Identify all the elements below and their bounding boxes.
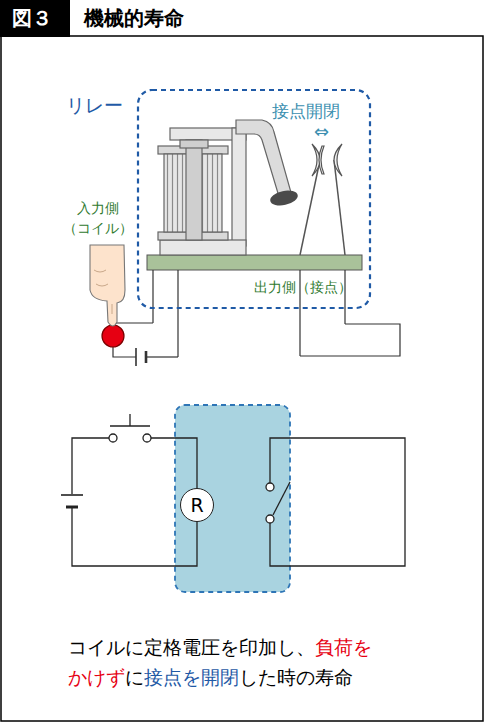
input-wiring: [113, 323, 178, 366]
output-side-label: 出力側（接点）: [254, 279, 352, 296]
coil: [158, 140, 228, 240]
hand: [90, 245, 125, 326]
figure-title: 機械的寿命: [84, 6, 184, 30]
figure-number: 図３: [12, 6, 52, 30]
base-plate: [147, 255, 362, 270]
relay-schematic-box: [175, 405, 290, 592]
double-arrow: ⇔: [314, 121, 329, 143]
caption-part: かけず: [68, 666, 125, 688]
caption-part: 接点を開閉: [144, 666, 239, 688]
output-wiring: [300, 324, 400, 356]
input-side-label: 入力側 （コイル）: [60, 198, 136, 239]
relay-heading: リレー: [66, 94, 123, 117]
relay-region: リレー: [62, 92, 372, 310]
caption-part: 負荷を: [315, 636, 372, 658]
contacts: [312, 144, 342, 176]
caption: コイルに定格電圧を印加し、負荷をかけずに接点を開閉した時の寿命: [68, 632, 372, 693]
frame: [1, 36, 483, 721]
relay-boundary: [138, 90, 370, 308]
schematic-wires: [61, 414, 405, 566]
coil-symbol-label: R: [181, 489, 213, 521]
hand-lines: [94, 270, 112, 314]
card: [269, 188, 299, 208]
caption-part: に: [125, 666, 144, 688]
armature: [236, 120, 292, 200]
caption-part: した時の寿命: [239, 666, 353, 688]
caption-part: コイルに定格電圧を印加し、: [68, 636, 315, 658]
relay-coil-circle: R: [180, 488, 214, 522]
push-button: [102, 325, 124, 347]
title-block: [0, 0, 70, 37]
contact-open-close-label: 接点開閉: [272, 101, 340, 121]
